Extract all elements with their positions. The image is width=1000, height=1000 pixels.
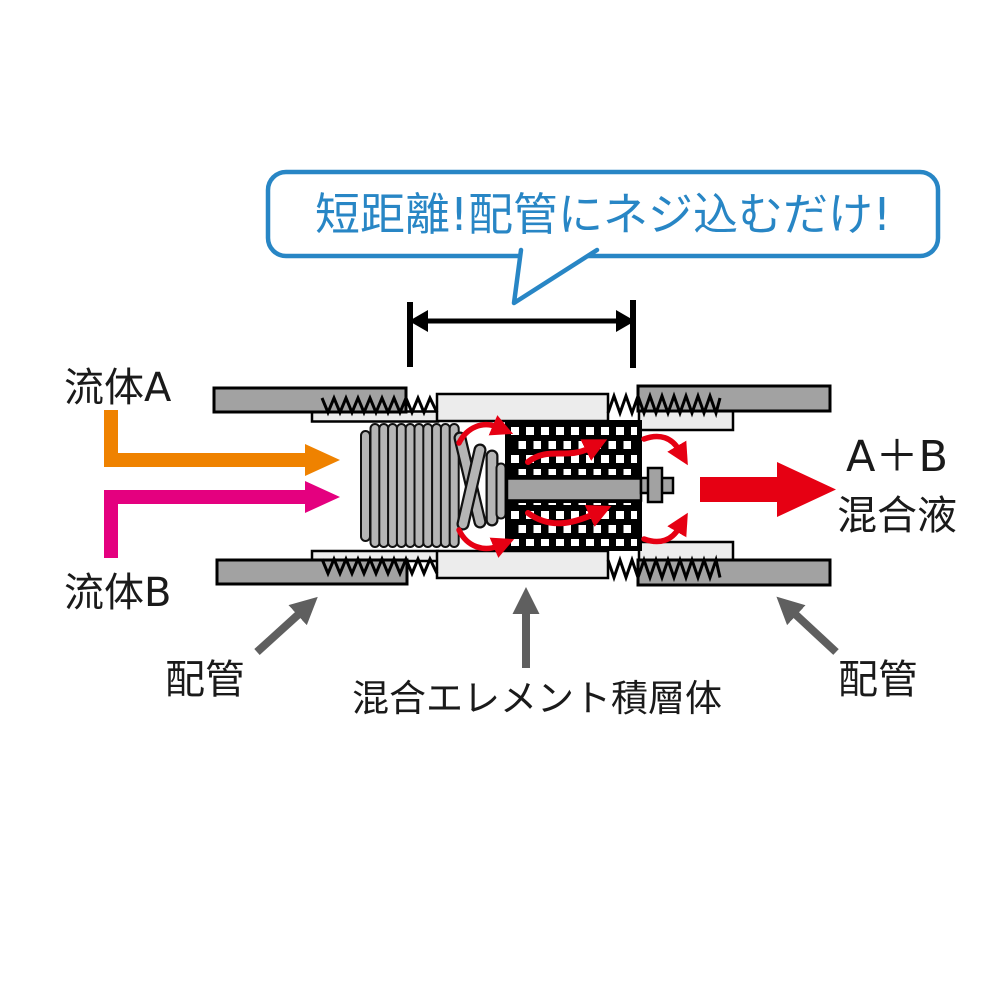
- label-arrow-pipe-left: [254, 596, 318, 655]
- dimension-arrowhead-left: [409, 310, 428, 332]
- fluid-a-arrow: [104, 410, 340, 476]
- speech-bubble-tail: [511, 247, 600, 306]
- fluid-a-label: 流体A: [64, 365, 172, 411]
- flow-arrow-inside-top: [525, 439, 608, 465]
- housing-top-right-flange: [637, 409, 735, 432]
- mixing-element-label: 混合エレメント積層体: [352, 677, 722, 720]
- coil-bar: [431, 423, 443, 548]
- shaft-nut: [646, 466, 664, 504]
- thread-top-right: [606, 391, 722, 419]
- annotation-arrows: [254, 587, 839, 668]
- flow-arrow-exit-top: [641, 433, 688, 466]
- fluid-b-arrow: [104, 481, 340, 558]
- coil-bar: [448, 423, 460, 548]
- outlet-label-line2: 混合液: [837, 493, 957, 539]
- flow-arrow-entry-top: [456, 415, 514, 446]
- pipe-left-label: 配管: [165, 657, 245, 703]
- mixing-element-block: [505, 420, 675, 551]
- outlet-arrow: [700, 462, 836, 517]
- housing-bottom-right-flange: [637, 540, 735, 563]
- coil-end-turns: [453, 431, 507, 531]
- thread-bottom-right: [606, 554, 722, 583]
- speech-bubble-text: 短距離!配管にネジ込むだけ!: [315, 188, 891, 241]
- coil-bar: [422, 423, 434, 548]
- outlet-label-line1: A＋B: [846, 432, 948, 482]
- housing-top-center: [435, 392, 610, 423]
- label-arrow-pipe-right: [776, 596, 839, 655]
- speech-bubble-body: [265, 169, 941, 259]
- coil-bar: [413, 423, 425, 548]
- flow-arrow-entry-bottom: [456, 527, 515, 558]
- element-checker-bottom: [511, 503, 637, 546]
- flow-arrows: [456, 415, 688, 558]
- flow-arrow-inside-bottom: [525, 505, 612, 527]
- pipe-right-label: 配管: [838, 657, 918, 703]
- coil-bar: [404, 423, 416, 548]
- flow-arrow-exit-bottom: [641, 512, 688, 545]
- coil-bar: [387, 423, 399, 548]
- speech-bubble: 短距離!配管にネジ込むだけ!: [265, 169, 941, 306]
- pipe-threads: [320, 391, 722, 583]
- coil-bar: [378, 423, 390, 548]
- element-center-shaft: [505, 477, 643, 502]
- coil-bar: [395, 423, 407, 548]
- housing-bottom-center: [435, 549, 610, 580]
- coil-element: [360, 423, 507, 548]
- thread-top-left: [320, 394, 439, 417]
- fluid-b-label: 流体B: [64, 570, 171, 616]
- coil-bar: [369, 423, 381, 548]
- dimension-arrowhead-right: [616, 310, 635, 332]
- dimension-indicator: [407, 300, 636, 368]
- coil-bar: [360, 430, 371, 542]
- thread-bottom-left: [320, 555, 439, 578]
- coil-bar: [439, 423, 451, 548]
